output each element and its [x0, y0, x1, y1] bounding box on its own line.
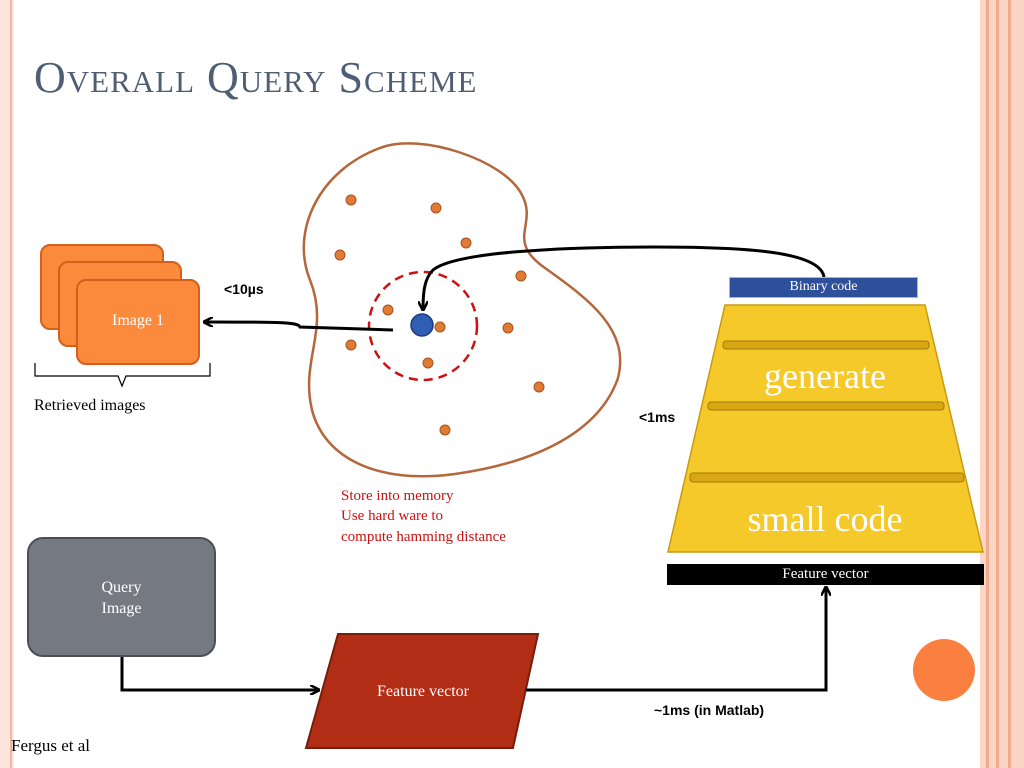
hash-space-blob: [302, 142, 622, 478]
data-point: [345, 194, 357, 206]
data-point: [460, 237, 472, 249]
data-points: [334, 194, 545, 436]
feature-vector-bar: [667, 564, 984, 585]
retrieved-image-card: [76, 279, 200, 365]
trapezoid-band: [722, 340, 930, 350]
small-code-label: small code: [747, 499, 903, 539]
arrow-query-to-feature: [120, 657, 318, 690]
data-point: [439, 424, 451, 436]
arrow-space-to-retrieved: [205, 322, 394, 332]
generate-label: generate: [764, 356, 886, 396]
memory-note-line: compute hamming distance: [341, 529, 506, 545]
trapezoid-band: [707, 401, 945, 411]
data-point: [533, 381, 545, 393]
data-point: [434, 321, 446, 333]
feature-vector-bar-label: Feature vector: [782, 566, 869, 582]
right-border-line: [986, 0, 989, 768]
query-image-label-line: Image: [101, 600, 142, 617]
decorative-circle: [913, 639, 975, 701]
arrow-binary-to-space: [423, 245, 826, 309]
data-point: [422, 357, 434, 369]
query-image-label: Query Image: [27, 577, 216, 619]
data-point: [382, 304, 394, 316]
retrieved-brace: [34, 363, 211, 388]
data-point: [430, 202, 442, 214]
feature-vector-box-label: Feature vector: [377, 683, 469, 700]
right-border-line: [996, 0, 999, 768]
credit-text: Fergus et al: [11, 736, 91, 755]
right-border-line: [1008, 0, 1011, 768]
binary-code-bar: [729, 277, 918, 298]
data-point: [502, 322, 514, 334]
data-point: [334, 249, 346, 261]
data-point: [515, 270, 527, 282]
query-image-box: [27, 537, 216, 657]
retrieval-time-label: <10µs: [224, 281, 264, 297]
feature-vector-box: [304, 633, 540, 749]
page-title: Overall Query Scheme: [34, 53, 478, 102]
memory-note-line: Store into memory: [341, 488, 454, 504]
query-point: [410, 313, 434, 337]
left-border-line: [10, 0, 12, 768]
retrieved-image-label: Image 1: [112, 312, 164, 329]
arrow-feature-to-hash: [526, 588, 826, 692]
hash-function-trapezoid: [667, 304, 984, 553]
data-point: [345, 339, 357, 351]
trapezoid-band: [689, 472, 965, 483]
retrieved-images-caption: Retrieved images: [34, 397, 146, 414]
feature-time-label: ~1ms (in Matlab): [654, 702, 765, 718]
query-image-label-line: Query: [101, 579, 142, 596]
binary-code-label: Binary code: [789, 279, 858, 294]
generate-time-label: <1ms: [639, 409, 676, 425]
memory-note-line: Use hard ware to: [341, 508, 444, 524]
hamming-radius-circle: [367, 270, 479, 382]
